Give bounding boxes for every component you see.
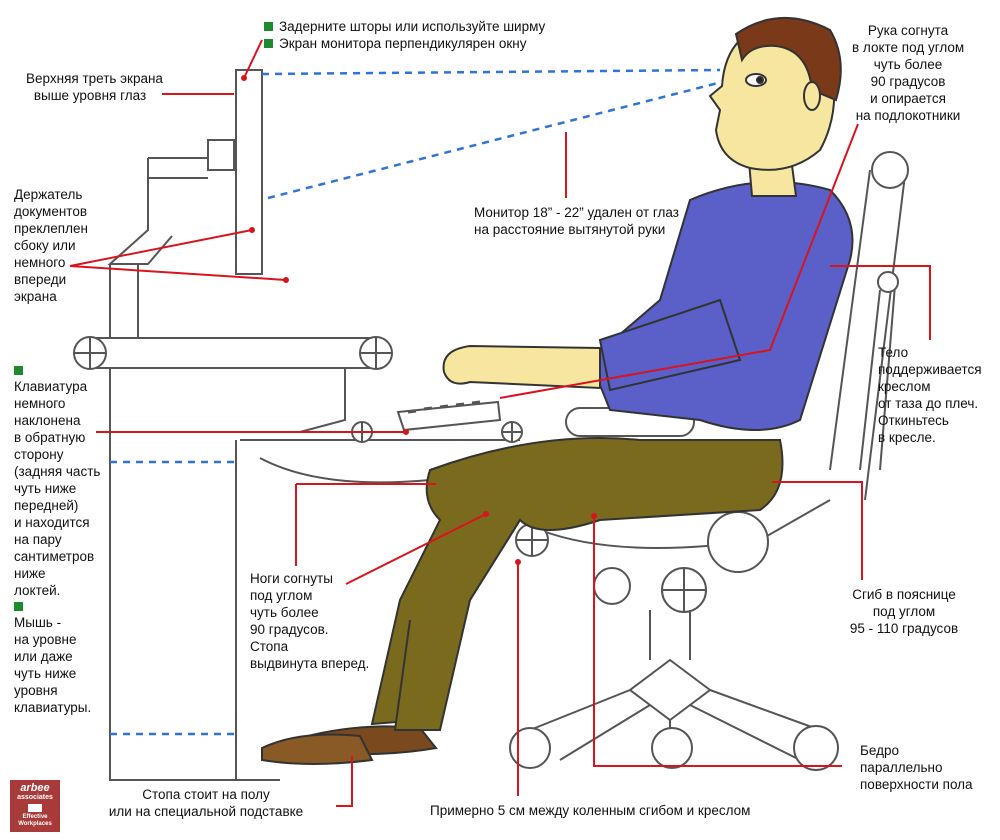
label-feet: Стопа стоит на полу или на специальной п… [108, 787, 304, 819]
sight-lines [110, 68, 723, 736]
office-chair [509, 151, 909, 771]
desk-and-monitor [73, 69, 523, 781]
label-knee-gap: Примерно 5 см между коленным сгибом и кр… [430, 803, 751, 818]
label-keyboard: Клавиатура немного наклонена в обратную … [14, 366, 100, 599]
monitor-stand-block [207, 139, 235, 171]
label-monitor-distance: Монитор 18” - 22” удален от глаз на расс… [474, 205, 679, 237]
monitor [235, 69, 263, 275]
hair [734, 16, 842, 102]
label-upper-third: Верхняя треть экрана выше уровня глаз [26, 71, 163, 103]
label-torso: Тело поддерживается креслом от таза до п… [878, 345, 982, 445]
green-bullet-icon [14, 366, 23, 375]
label-mouse: Мышь - на уровне или даже чуть ниже уров… [14, 602, 91, 716]
monitor-post [109, 264, 139, 338]
logo-mark-icon [28, 804, 42, 812]
callout-lines [69, 39, 931, 807]
sleeve [598, 298, 742, 392]
eye-level-line [261, 68, 721, 76]
keyboard [396, 400, 502, 432]
right-shoe [261, 733, 374, 765]
callout-document-holder [69, 229, 287, 281]
label-lumbar: Сгиб в пояснице под углом 95 - 110 граду… [849, 587, 959, 636]
viewing-distance-line [267, 80, 723, 200]
label-curtains: Задерните шторы или используйте ширму Эк… [264, 18, 545, 52]
label-legs: Ноги согнуты под углом чуть более 90 гра… [250, 571, 370, 671]
green-bullet-icon [264, 39, 273, 48]
label-document-holder: Держатель документов преклеплен сбоку ил… [14, 187, 88, 304]
label-perpendicular: Экран монитора перпендикулярен окну [279, 36, 527, 51]
ear [803, 81, 821, 111]
callout-thigh [593, 516, 842, 767]
desk-leg [109, 368, 346, 781]
callout-arm [499, 123, 859, 399]
chair-backrest [829, 169, 906, 501]
callout-dots [241, 75, 597, 565]
label-arm: Рука согнута в локте под углом чуть боле… [852, 23, 965, 123]
callout-feet [336, 756, 353, 807]
pants [370, 437, 784, 726]
hand [442, 344, 601, 390]
green-bullet-icon [264, 22, 273, 31]
callout-perpendicular [243, 39, 263, 79]
arbee-associates-logo: arbee associates Effective Workplaces [10, 780, 60, 832]
callout-legs [295, 483, 487, 585]
seated-person [261, 16, 854, 765]
label-thigh: Бедро параллельно поверхности пола [860, 743, 973, 792]
keyboard-tray [240, 439, 520, 484]
callout-lumbar [772, 481, 863, 580]
callout-torso [830, 265, 931, 340]
green-bullet-icon [14, 602, 23, 611]
desk-top [88, 337, 378, 369]
chair-column [649, 610, 691, 660]
